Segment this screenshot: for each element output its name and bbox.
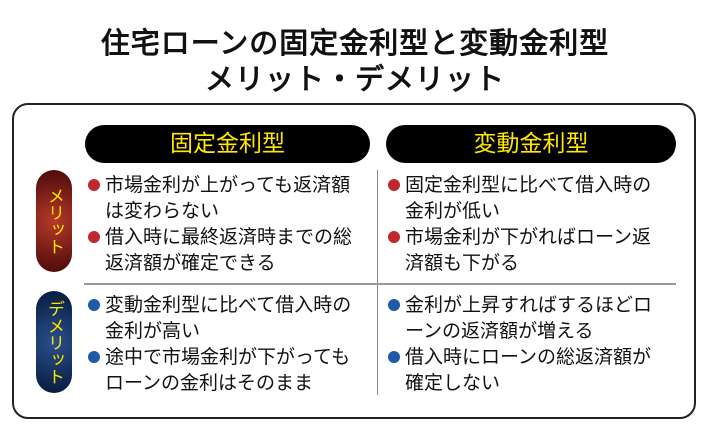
bullet-icon [88, 179, 100, 191]
bullet-icon [88, 231, 100, 243]
row-divider [84, 283, 676, 285]
title-line1: 住宅ローンの固定金利型と変動金利型 [100, 26, 610, 60]
bullet-icon [388, 351, 400, 363]
list-item: 市場金利が上がっても返済額は変わらない [86, 172, 366, 224]
list-item: 途中で市場金利が下がってもローンの金利はそのまま [86, 344, 366, 396]
demerit-variable-cell: 金利が上昇すればするほどローンの返済額が増える 借入時にローンの総返済額が確定し… [386, 292, 666, 396]
bullet-icon [388, 179, 400, 191]
demerit-fixed-cell: 変動金利型に比べて借入時の金利が高い 途中で市場金利が下がってもローンの金利はそ… [86, 292, 366, 396]
list-item: 借入時にローンの総返済額が確定しない [386, 344, 666, 396]
item-text: 金利が上昇すればするほどローンの返済額が増える [405, 294, 653, 342]
label-merit: メリット [36, 170, 72, 272]
list-item: 金利が上昇すればするほどローンの返済額が増える [386, 292, 666, 344]
list-item: 変動金利型に比べて借入時の金利が高い [86, 292, 366, 344]
item-text: 途中で市場金利が下がってもローンの金利はそのまま [105, 346, 351, 394]
bullet-icon [388, 299, 400, 311]
bullet-icon [88, 351, 100, 363]
comparison-frame [12, 103, 696, 419]
item-text: 市場金利が上がっても返済額は変わらない [105, 174, 351, 222]
bullet-icon [88, 299, 100, 311]
bullet-icon [388, 231, 400, 243]
item-text: 借入時にローンの総返済額が確定しない [405, 346, 652, 394]
list-item: 借入時に最終返済時までの総返済額が確定できる [86, 224, 366, 276]
list-item: 市場金利が下がればローン返済額も下がる [386, 224, 666, 276]
label-demerit: デメリット [36, 291, 72, 393]
item-text: 市場金利が下がればローン返済額も下がる [405, 226, 652, 274]
merit-variable-cell: 固定金利型に比べて借入時の金利が低い 市場金利が下がればローン返済額も下がる [386, 172, 666, 276]
header-fixed-rate: 固定金利型 [85, 125, 370, 163]
item-text: 固定金利型に比べて借入時の金利が低い [405, 174, 652, 222]
header-variable-rate: 変動金利型 [386, 125, 676, 163]
item-text: 借入時に最終返済時までの総返済額が確定できる [105, 226, 353, 274]
item-text: 変動金利型に比べて借入時の金利が高い [105, 294, 352, 342]
merit-fixed-cell: 市場金利が上がっても返済額は変わらない 借入時に最終返済時までの総返済額が確定で… [86, 172, 366, 276]
column-divider [377, 170, 378, 395]
list-item: 固定金利型に比べて借入時の金利が低い [386, 172, 666, 224]
title-line2: メリット・デメリット [204, 62, 505, 96]
